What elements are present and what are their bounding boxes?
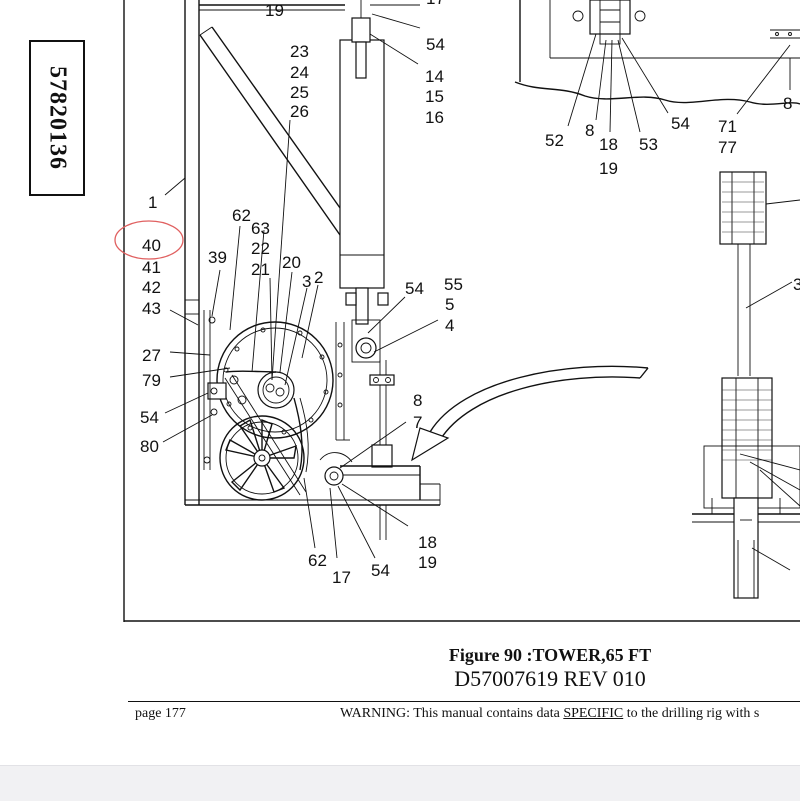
callout: 14: [425, 67, 444, 86]
callout: 17: [426, 0, 445, 8]
warning-suffix: to the drilling rig with s: [623, 706, 760, 721]
callout: 54: [671, 114, 690, 133]
callout: 3: [302, 272, 311, 291]
callout: 19: [599, 159, 618, 178]
manual-page: 57820136: [29, 0, 800, 722]
callout: 20: [282, 253, 301, 272]
callout: 62: [232, 206, 251, 225]
callout: 52: [545, 131, 564, 150]
sprocket-assembly: [203, 310, 353, 501]
warning-text: WARNING: This manual contains data SPECI…: [340, 706, 759, 722]
callout: 25: [290, 83, 309, 102]
callout: 21: [251, 260, 270, 279]
callout: 80: [140, 437, 159, 456]
document-number: D57007619 REV 010: [454, 666, 646, 691]
callout-labels: 19 17 54 14 15 16 23 24 25 26 1 40 41 42…: [140, 0, 800, 587]
callout: 39: [208, 248, 227, 267]
callout: 27: [142, 346, 161, 365]
callout: 3: [793, 275, 800, 294]
callout: 2: [314, 268, 323, 287]
callout: 15: [425, 87, 444, 106]
callout: 55: [444, 275, 463, 294]
callout: 43: [142, 299, 161, 318]
callout: 71: [718, 117, 737, 136]
callout: 22: [251, 239, 270, 258]
lower-housing: [340, 444, 441, 540]
tower-frame: [184, 0, 440, 506]
page-number: page 177: [135, 706, 186, 721]
callout: 19: [265, 1, 284, 20]
leader-lines: [162, 13, 800, 571]
callout: 18: [418, 533, 437, 552]
callout: 5: [445, 295, 454, 314]
callout: 54: [371, 561, 390, 580]
warning-prefix: WARNING: This manual contains data: [340, 706, 564, 721]
viewer-bottom-strip: [0, 765, 800, 801]
callout: 1: [148, 193, 157, 212]
callout: 17: [332, 568, 351, 587]
callout: 19: [418, 553, 437, 572]
callout-highlighted: 40: [142, 236, 161, 255]
mast-column-detail: [692, 171, 800, 599]
callout: 54: [140, 408, 159, 427]
figure-title: Figure 90 :TOWER,65 FT: [448, 645, 652, 665]
callout: 24: [290, 63, 309, 82]
callout: 7: [413, 413, 422, 432]
callout: 54: [426, 35, 445, 54]
part-number-stamp: 57820136: [29, 40, 85, 196]
upper-right-detail: [514, 0, 800, 105]
callout: 8: [585, 121, 594, 140]
callout: 54: [405, 279, 424, 298]
callout: 79: [142, 371, 161, 390]
highlight-circle: [114, 220, 184, 260]
callout: 18: [599, 135, 618, 154]
callout: 41: [142, 258, 161, 277]
footer-rule: [128, 701, 800, 702]
callout: 53: [639, 135, 658, 154]
callout: 62: [308, 551, 327, 570]
hydraulic-cylinder: [339, 0, 395, 460]
callout: 8: [783, 94, 792, 113]
tower-assembly-drawing: 19 17 54 14 15 16 23 24 25 26 1 40 41 42…: [114, 0, 800, 622]
callout: 4: [445, 316, 454, 335]
callout: 8: [413, 391, 422, 410]
callout: 42: [142, 278, 161, 297]
callout: 77: [718, 138, 737, 157]
detail-arrow: [411, 365, 649, 462]
callout: 26: [290, 102, 309, 121]
drawing-frame: [123, 0, 800, 622]
callout: 63: [251, 219, 270, 238]
callout: 16: [425, 108, 444, 127]
warning-emphasis: SPECIFIC: [563, 706, 624, 721]
callout: 23: [290, 42, 309, 61]
